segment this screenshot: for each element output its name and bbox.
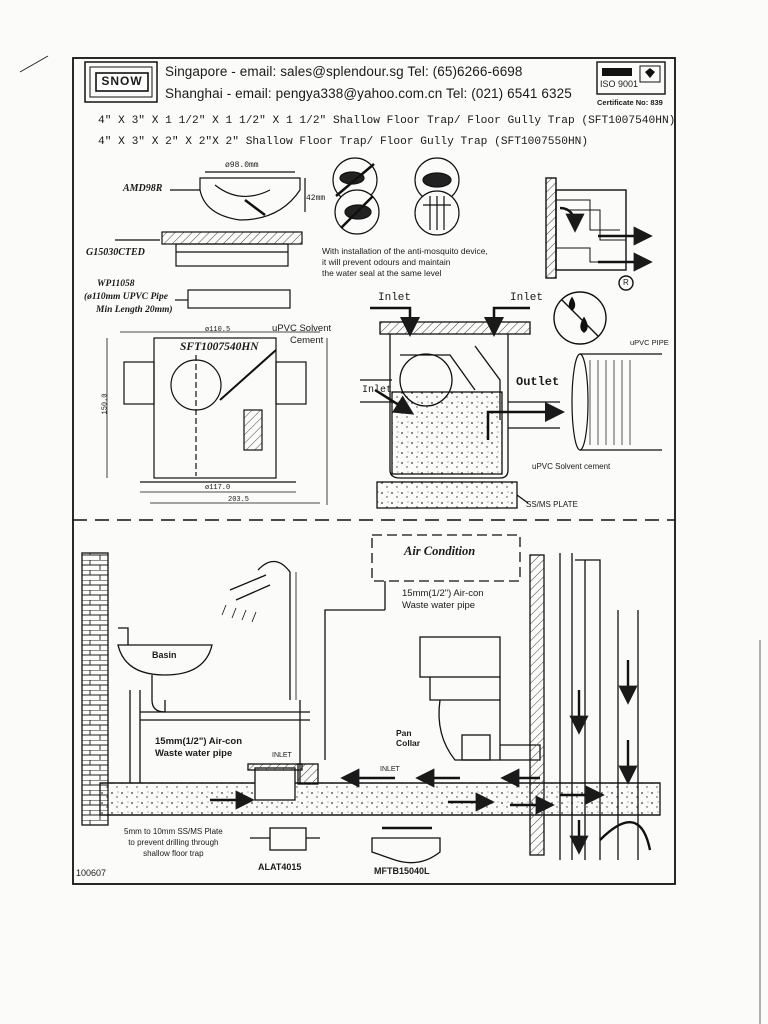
shanghai-contact: Shanghai - email: pengya338@yahoo.com.cn… (165, 86, 572, 101)
singapore-contact: Singapore - email: sales@splendour.sg Te… (165, 64, 523, 79)
basin-label: Basin (152, 650, 177, 660)
pan-collar-line-2: Collar (396, 738, 421, 748)
dim-110-label: ø110.5 (205, 326, 231, 334)
inlet-side-label: Inlet (362, 385, 393, 396)
certificate-number: Certificate No: 839 (597, 98, 663, 107)
inlet-left-label: Inlet (378, 292, 412, 304)
plate-label: SS/MS PLATE (526, 500, 578, 509)
product-title-1: 4" X 3" X 1 1/2" X 1 1/2" X 1 1/2" Shall… (98, 115, 676, 127)
dim-203-label: 203.5 (228, 496, 250, 504)
alat-label: ALAT4015 (258, 862, 302, 872)
installation-diagram (81, 534, 661, 864)
scan-mark (19, 55, 49, 73)
aircon-pipe-top-label: 15mm(1/2") Air-con Waste water pipe (402, 588, 484, 612)
floor-slab (99, 782, 661, 816)
upvc-pipe-label: uPVC PIPE (630, 338, 669, 347)
mosquito-note: With installation of the anti-mosquito d… (322, 246, 488, 279)
document-number: 100607 (76, 868, 107, 878)
inlet-b-label: INLET (380, 766, 400, 773)
g15030cted-drawing (115, 231, 303, 267)
upvc-solvent-cement-label: uPVC Solvent cement (532, 462, 611, 471)
sheet-border (72, 57, 676, 885)
plate-note-line-1: 5mm to 10mm SS/MS Plate (124, 827, 223, 836)
pan-collar-line-1: Pan (396, 728, 412, 738)
mftb-label: MFTB15040L (374, 866, 430, 876)
aircon-pipe-left-label: 15mm(1/2") Air-con Waste water pipe (155, 736, 242, 760)
logo-text: SNOW (101, 74, 143, 88)
solvent-label-1: uPVC Solvent (272, 323, 332, 334)
aircon-unit (371, 534, 521, 582)
mosquito-note-line-3: the water seal at the same level (322, 268, 442, 278)
plate-note-line-3: shallow floor trap (143, 849, 204, 858)
plate-note: 5mm to 10mm SS/MS Plate to prevent drill… (124, 826, 223, 859)
product-title-2: 4" X 3" X 2" X 2"X 2" Shallow Floor Trap… (98, 136, 589, 148)
mosquito-illustration (332, 157, 460, 236)
mosquito-note-line-1: With installation of the anti-mosquito d… (322, 246, 488, 256)
registered-mark: R (623, 278, 629, 287)
cistern-drawing (419, 636, 501, 678)
dim-98-label: ø98.0mm (225, 161, 259, 170)
pan-collar-label: Pan Collar (396, 728, 420, 748)
snow-logo (84, 61, 158, 103)
outlet-label: Outlet (516, 375, 560, 389)
wp11058-drawing (175, 289, 291, 309)
aircon-pipe-left-line-1: 15mm(1/2") Air-con (155, 736, 243, 747)
aircon-pipe-left-line-2: Waste water pipe (155, 748, 233, 759)
plate-note-line-2: to prevent drilling through (128, 838, 219, 847)
model-label: SFT1007540HN (180, 341, 259, 353)
wp-length-label: Min Length 20mm) (96, 305, 173, 315)
upvc-pipe-drawing (571, 353, 662, 451)
air-condition-label: Air Condition (404, 544, 476, 558)
dim-150-label: 150.0 (101, 393, 110, 415)
sft-elevation-drawing (106, 331, 328, 505)
dim-42-label: 42mm (306, 194, 326, 203)
basin-drawing (117, 644, 213, 676)
brick-wall (81, 552, 109, 826)
trap-flow-diagram (545, 177, 653, 291)
inlet-right-label: Inlet (510, 292, 544, 304)
water-drop-icon (553, 291, 607, 345)
inlet-a-label: INLET (272, 752, 292, 759)
solvent-label-2: Cement (290, 335, 324, 346)
amd98r-label: AMD98R (123, 183, 163, 194)
dim-117-label: ø117.0 (205, 484, 231, 492)
mosquito-note-line-2: it will prevent odours and maintain (322, 257, 451, 267)
wp-pipe-label: (ø110mm UPVC Pipe (84, 292, 168, 302)
iso-label: ISO 9001 (600, 79, 639, 89)
g15030cted-label: G15030CTED (86, 247, 145, 258)
iso-badge (596, 61, 666, 95)
amd98r-drawing (170, 171, 306, 221)
aircon-pipe-top-line-1: 15mm(1/2") Air-con (402, 588, 484, 599)
wp11058-label: WP11058 (97, 279, 135, 289)
aircon-pipe-top-line-2: Waste water pipe (402, 600, 476, 611)
trap-section-drawing (360, 306, 565, 509)
